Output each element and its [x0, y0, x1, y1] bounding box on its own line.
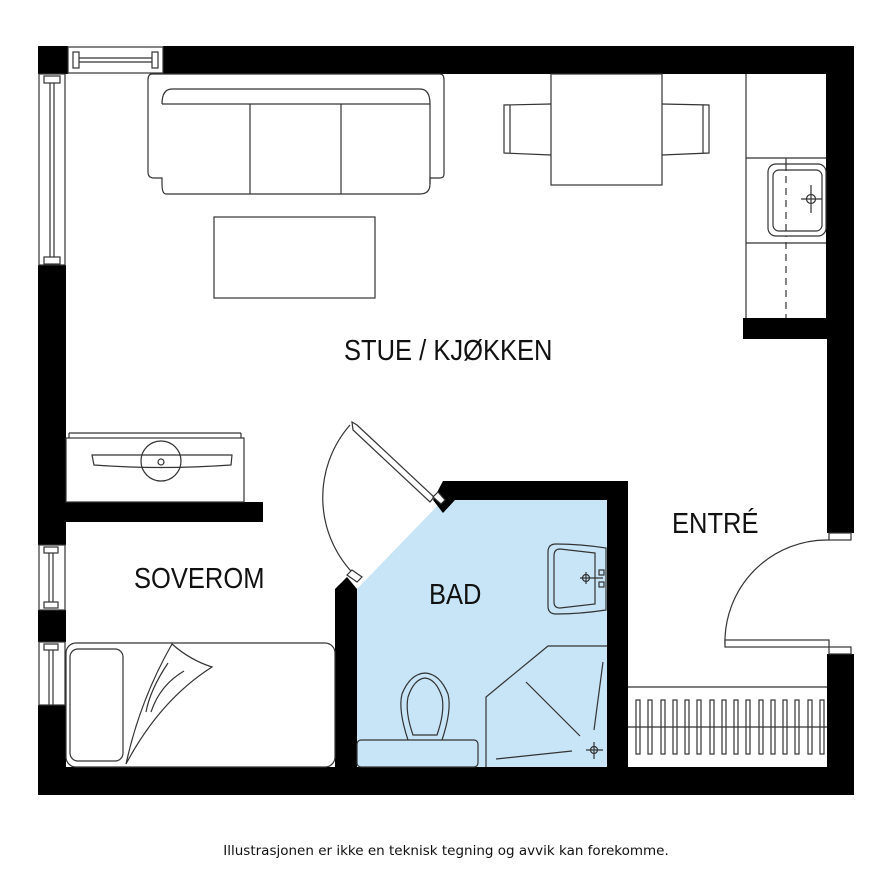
toilet: [356, 672, 479, 768]
chair-right: [661, 103, 710, 156]
bed: [65, 642, 336, 768]
tv-bench: [65, 432, 245, 503]
window-left-small-2: [38, 641, 66, 706]
coffee-table: [213, 216, 376, 299]
room-label-stue-kjokken: STUE / KJØKKEN: [344, 335, 553, 367]
chair-left: [503, 103, 552, 156]
walls: [38, 46, 854, 795]
room-label-bad: BAD: [429, 579, 482, 611]
shower: [485, 645, 607, 767]
sofa: [147, 73, 445, 195]
window-top: [67, 46, 164, 74]
entrance-door-swing: [724, 532, 852, 655]
bathroom-door-swing: [322, 420, 446, 583]
shoe-rack-slats: [635, 699, 825, 755]
window-left-small-1: [38, 544, 66, 611]
shoe-rack: [628, 686, 827, 755]
window-left-large: [38, 73, 66, 266]
room-label-soverom: SOVEROM: [134, 563, 265, 595]
kitchen-sink: [767, 163, 827, 237]
dining-table: [550, 73, 663, 186]
bathroom-sink: [547, 543, 607, 615]
disclaimer-caption: Illustrasjonen er ikke en teknisk tegnin…: [223, 843, 669, 859]
room-label-entre: ENTRÉ: [672, 508, 759, 540]
bathroom-floor: [357, 500, 607, 767]
furniture: [38, 46, 852, 768]
